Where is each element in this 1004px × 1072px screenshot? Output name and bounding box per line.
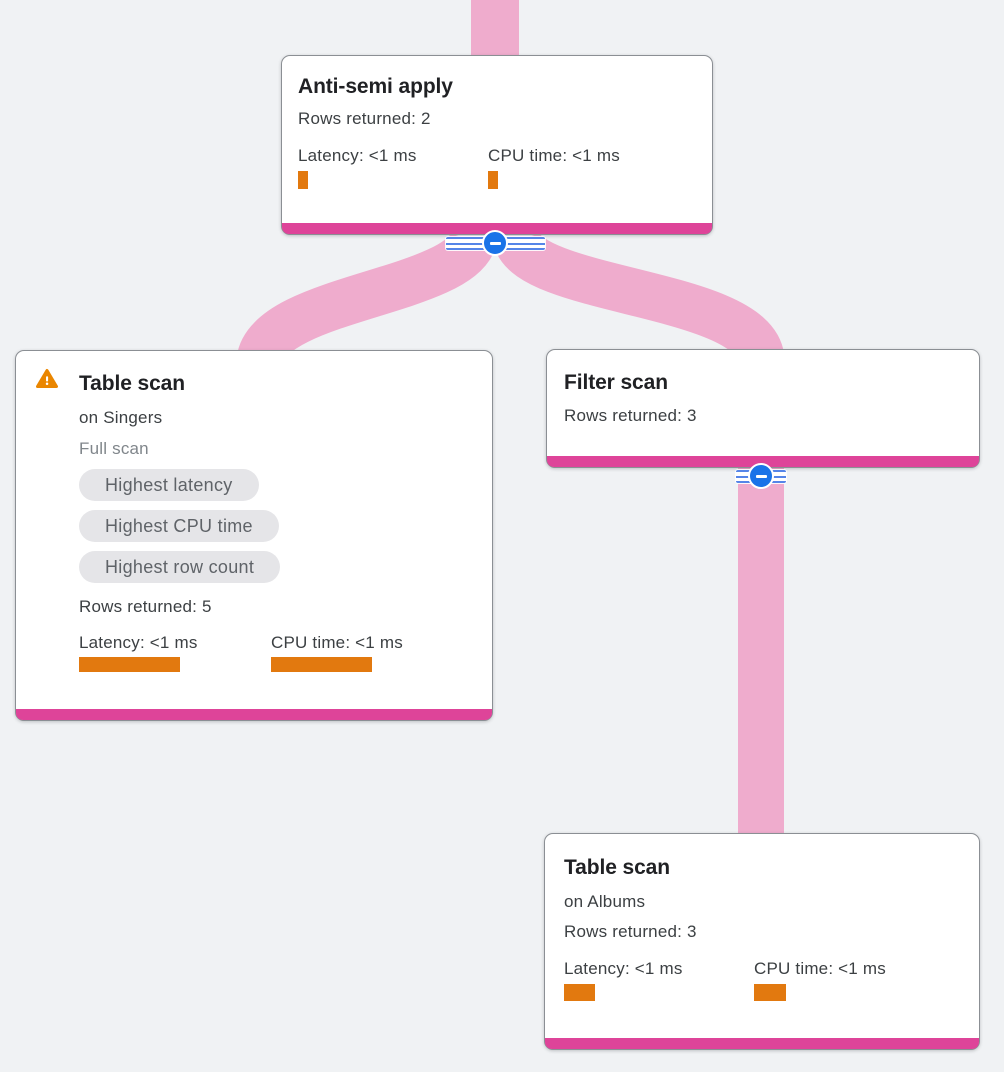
rows-returned: Rows returned: 3 [564, 922, 697, 941]
minus-icon [489, 241, 501, 245]
edge-filter-scan-to-table-scan-albums [738, 468, 784, 840]
chip-highest-cpu-time: Highest CPU time [79, 510, 279, 542]
plan-node-filter-scan[interactable]: Filter scan Rows returned: 3 [546, 349, 980, 468]
node-title: Filter scan [564, 371, 668, 394]
insight-chips: Highest latency Highest CPU time Highest… [79, 469, 476, 583]
minus-icon [755, 474, 767, 478]
chip-highest-latency: Highest latency [79, 469, 259, 501]
latency-label: Latency: <1 ms [79, 633, 198, 652]
plan-node-table-scan-singers[interactable]: Table scan on Singers Full scan Highest … [15, 350, 493, 721]
node-title: Table scan [564, 856, 670, 879]
scan-type-label: Full scan [79, 439, 149, 458]
cpu-time-bar [271, 657, 372, 672]
edge-root-to-table-scan-singers [236, 229, 496, 367]
node-footer-bar [545, 1038, 979, 1049]
latency-bar [298, 171, 308, 189]
node-footer-bar [547, 456, 979, 467]
cpu-time-label: CPU time: <1 ms [488, 146, 620, 165]
collapse-children-button[interactable] [482, 230, 508, 256]
cpu-time-label: CPU time: <1 ms [271, 633, 403, 652]
cpu-time-bar [754, 984, 786, 1001]
cpu-time-bar [488, 171, 498, 189]
edge-root-to-filter-scan [494, 229, 785, 365]
rows-returned: Rows returned: 2 [298, 109, 431, 128]
node-title: Anti-semi apply [298, 75, 453, 98]
latency-bar [79, 657, 180, 672]
node-footer-bar [282, 223, 712, 234]
plan-node-table-scan-albums[interactable]: Table scan on Albums Rows returned: 3 La… [544, 833, 980, 1050]
edge-incoming-root [471, 0, 519, 58]
latency-bar [564, 984, 595, 1001]
latency-label: Latency: <1 ms [298, 146, 417, 165]
collapse-children-button[interactable] [748, 463, 774, 489]
node-footer-bar [16, 709, 492, 720]
warning-icon [35, 367, 59, 391]
node-subtitle: on Albums [564, 892, 646, 911]
cpu-time-label: CPU time: <1 ms [754, 959, 886, 978]
chip-highest-row-count: Highest row count [79, 551, 281, 583]
plan-node-anti-semi-apply[interactable]: Anti-semi apply Rows returned: 2 Latency… [281, 55, 713, 235]
latency-label: Latency: <1 ms [564, 959, 683, 978]
chip-label: Highest latency [105, 474, 233, 495]
chip-label: Highest row count [105, 556, 255, 577]
rows-returned: Rows returned: 3 [564, 406, 697, 425]
rows-returned: Rows returned: 5 [79, 597, 212, 616]
chip-label: Highest CPU time [105, 515, 253, 536]
node-subtitle: on Singers [79, 408, 163, 427]
node-title: Table scan [79, 372, 185, 395]
